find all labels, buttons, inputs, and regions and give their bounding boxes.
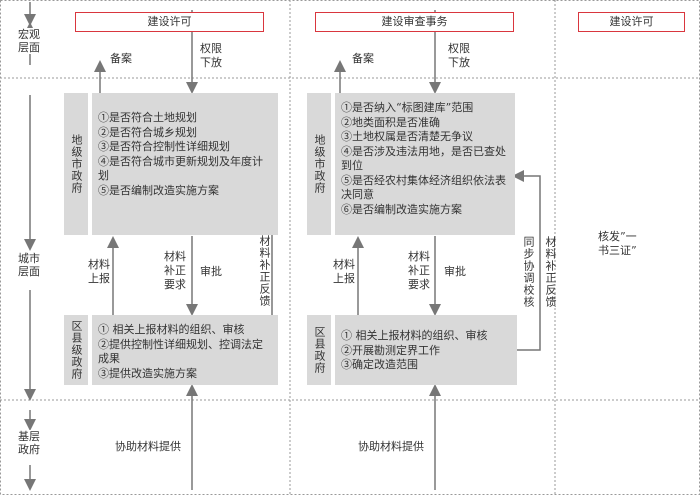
sync-label: 同步协调校核: [522, 236, 535, 308]
feedback-label: 材料补正反馈: [258, 235, 271, 307]
level-city: 城市层面: [12, 252, 46, 278]
supplement-req-label: 材料补正要求: [164, 250, 186, 291]
filing-label-2: 备案: [352, 52, 374, 65]
report-label-2: 材料上报: [333, 258, 355, 285]
level-grassroots: 基层政府: [12, 430, 46, 456]
filing-label: 备案: [110, 52, 132, 65]
construction-permit-box-2: 建设许可: [578, 12, 685, 32]
report-label: 材料上报: [88, 258, 110, 285]
city-gov-label: 地级市政府: [64, 93, 88, 235]
level-macro: 宏观层面: [12, 28, 46, 54]
assist-label: 协助材料提供: [115, 440, 181, 453]
assist-label-2: 协助材料提供: [358, 440, 424, 453]
supplement-req-label-2: 材料补正要求: [408, 250, 430, 291]
approve-label: 审批: [200, 265, 222, 278]
construction-permit-box: 建设许可: [75, 12, 264, 32]
county-gov-label: 区县级政府: [64, 315, 88, 385]
construction-review-box: 建设审查事务: [315, 12, 514, 32]
county-gov-label-2: 区县政府: [307, 315, 331, 385]
feedback-label-2: 材料补正反馈: [544, 236, 557, 308]
approve-label-2: 审批: [444, 265, 466, 278]
city-gov-label-2: 地级市政府: [307, 93, 331, 235]
delegation-label: 权限下放: [200, 42, 222, 69]
delegation-label-2: 权限下放: [448, 42, 470, 69]
issue-certificates-label: 核发”一书三证”: [598, 230, 637, 257]
